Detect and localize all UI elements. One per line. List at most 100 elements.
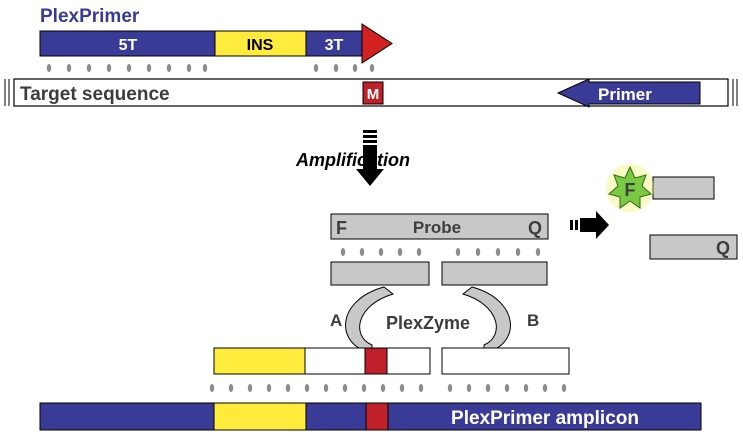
step-arrow-stripe <box>363 140 377 143</box>
bp-dot <box>323 384 329 392</box>
quencher-label: Q <box>716 238 730 258</box>
sensor-arm-a <box>330 261 430 286</box>
segment-ins-label: INS <box>247 37 274 54</box>
bp-dot <box>86 64 92 72</box>
quencher-fragment <box>649 234 738 260</box>
bp-dot <box>475 248 481 256</box>
amplification-step: Amplification <box>295 130 410 186</box>
amplicon-label: PlexPrimer amplicon <box>451 408 639 429</box>
probe-label: Probe <box>413 218 461 237</box>
plexprimer-bar: 5T INS 3T <box>39 23 393 64</box>
plexzyme-label: PlexZyme <box>386 313 470 333</box>
arm-mismatch-region <box>364 347 388 375</box>
bp-dot <box>397 248 403 256</box>
bp-dot <box>202 64 208 72</box>
step-arrow-head <box>356 169 384 186</box>
reverse-primer-arrow <box>556 78 701 108</box>
bp-dot <box>485 384 491 392</box>
bp-dot <box>106 64 112 72</box>
sensor-arm-b <box>441 261 548 286</box>
bp-dot <box>333 64 339 72</box>
probe-fluor-label: F <box>336 218 347 238</box>
amplicon-ins-region <box>213 402 307 431</box>
cleavage-arrow-stripe <box>570 220 573 230</box>
bp-dot <box>266 384 272 392</box>
segment-3t-label: 3T <box>325 37 344 54</box>
bp-dot <box>352 64 358 72</box>
bp-dot <box>447 384 453 392</box>
plexprimer-amplicon: PlexPrimer amplicon <box>39 402 702 431</box>
bp-dot <box>399 384 405 392</box>
bp-dot <box>285 384 291 392</box>
target-binding-arms <box>213 347 570 375</box>
bp-dot <box>146 64 152 72</box>
bp-dot <box>342 384 348 392</box>
plexzyme: PlexZyme A B <box>330 261 548 354</box>
step-arrow-shaft <box>363 145 377 169</box>
mismatch-label: M <box>367 86 380 103</box>
bp-dot <box>361 384 367 392</box>
bp-dot <box>247 384 253 392</box>
primer-basepair-dots <box>46 64 375 72</box>
fluorophore-star-icon <box>607 165 653 209</box>
bp-dot <box>455 248 461 256</box>
bp-dot <box>66 64 72 72</box>
plexzyme-arm-b-loop <box>461 286 511 354</box>
bp-dot <box>416 248 422 256</box>
arm-a-target-region <box>304 347 366 375</box>
bp-dot <box>228 384 234 392</box>
bp-dot <box>515 248 521 256</box>
bp-dot <box>304 384 310 392</box>
amplification-label: Amplification <box>295 150 410 170</box>
cleavage-arrow <box>570 211 609 239</box>
probe-quencher-label: Q <box>528 218 542 238</box>
bp-dot <box>418 384 424 392</box>
arm-a-3prime-region <box>386 347 431 375</box>
cleavage-arrow-shaft <box>580 218 597 232</box>
reverse-primer-label: Primer <box>598 85 652 104</box>
probe-bar <box>330 213 549 240</box>
fluor-label: F <box>625 180 636 200</box>
bp-dot <box>126 64 132 72</box>
bp-dot <box>378 248 384 256</box>
segment-5t-label: 5T <box>119 37 138 54</box>
bp-dot <box>369 64 375 72</box>
bp-dot <box>46 64 52 72</box>
target-strand: Target sequence M Primer <box>4 78 738 108</box>
amplicon-mismatch-region <box>365 402 389 431</box>
probe-basepair-dots <box>340 248 541 256</box>
bp-dot <box>535 248 541 256</box>
mismatch-box <box>362 81 384 105</box>
cleaved-fluor-product: F <box>606 164 715 212</box>
bp-dot <box>380 384 386 392</box>
bp-dot <box>495 248 501 256</box>
arm-b-label: B <box>527 311 539 330</box>
cleavage-arrow-stripe <box>575 220 578 230</box>
amplicon-basepair-dots <box>209 384 567 392</box>
probe: F Probe Q <box>330 213 549 240</box>
plexprimer-title: PlexPrimer <box>40 6 140 27</box>
bp-dot <box>359 248 365 256</box>
bp-dot <box>186 64 192 72</box>
bp-dot <box>504 384 510 392</box>
target-sequence-label: Target sequence <box>20 84 170 105</box>
step-arrow-stripe <box>363 135 377 138</box>
arm-b-target-region <box>441 347 570 375</box>
fluor-fragment <box>652 176 715 200</box>
bp-dot <box>313 64 319 72</box>
arm-a-label: A <box>330 311 342 330</box>
segment-ins <box>214 30 307 57</box>
bp-dot <box>166 64 172 72</box>
cleavage-arrow-head <box>596 211 609 239</box>
step-arrow-stripe <box>363 130 377 133</box>
bp-dot <box>340 248 346 256</box>
segment-3t <box>305 30 363 57</box>
bp-dot <box>523 384 529 392</box>
segment-5t <box>39 30 216 57</box>
arm-ins-region <box>213 347 306 375</box>
bp-dot <box>542 384 548 392</box>
bp-dot <box>466 384 472 392</box>
bp-dot <box>209 384 215 392</box>
plexprimer-arrowhead <box>361 23 393 64</box>
